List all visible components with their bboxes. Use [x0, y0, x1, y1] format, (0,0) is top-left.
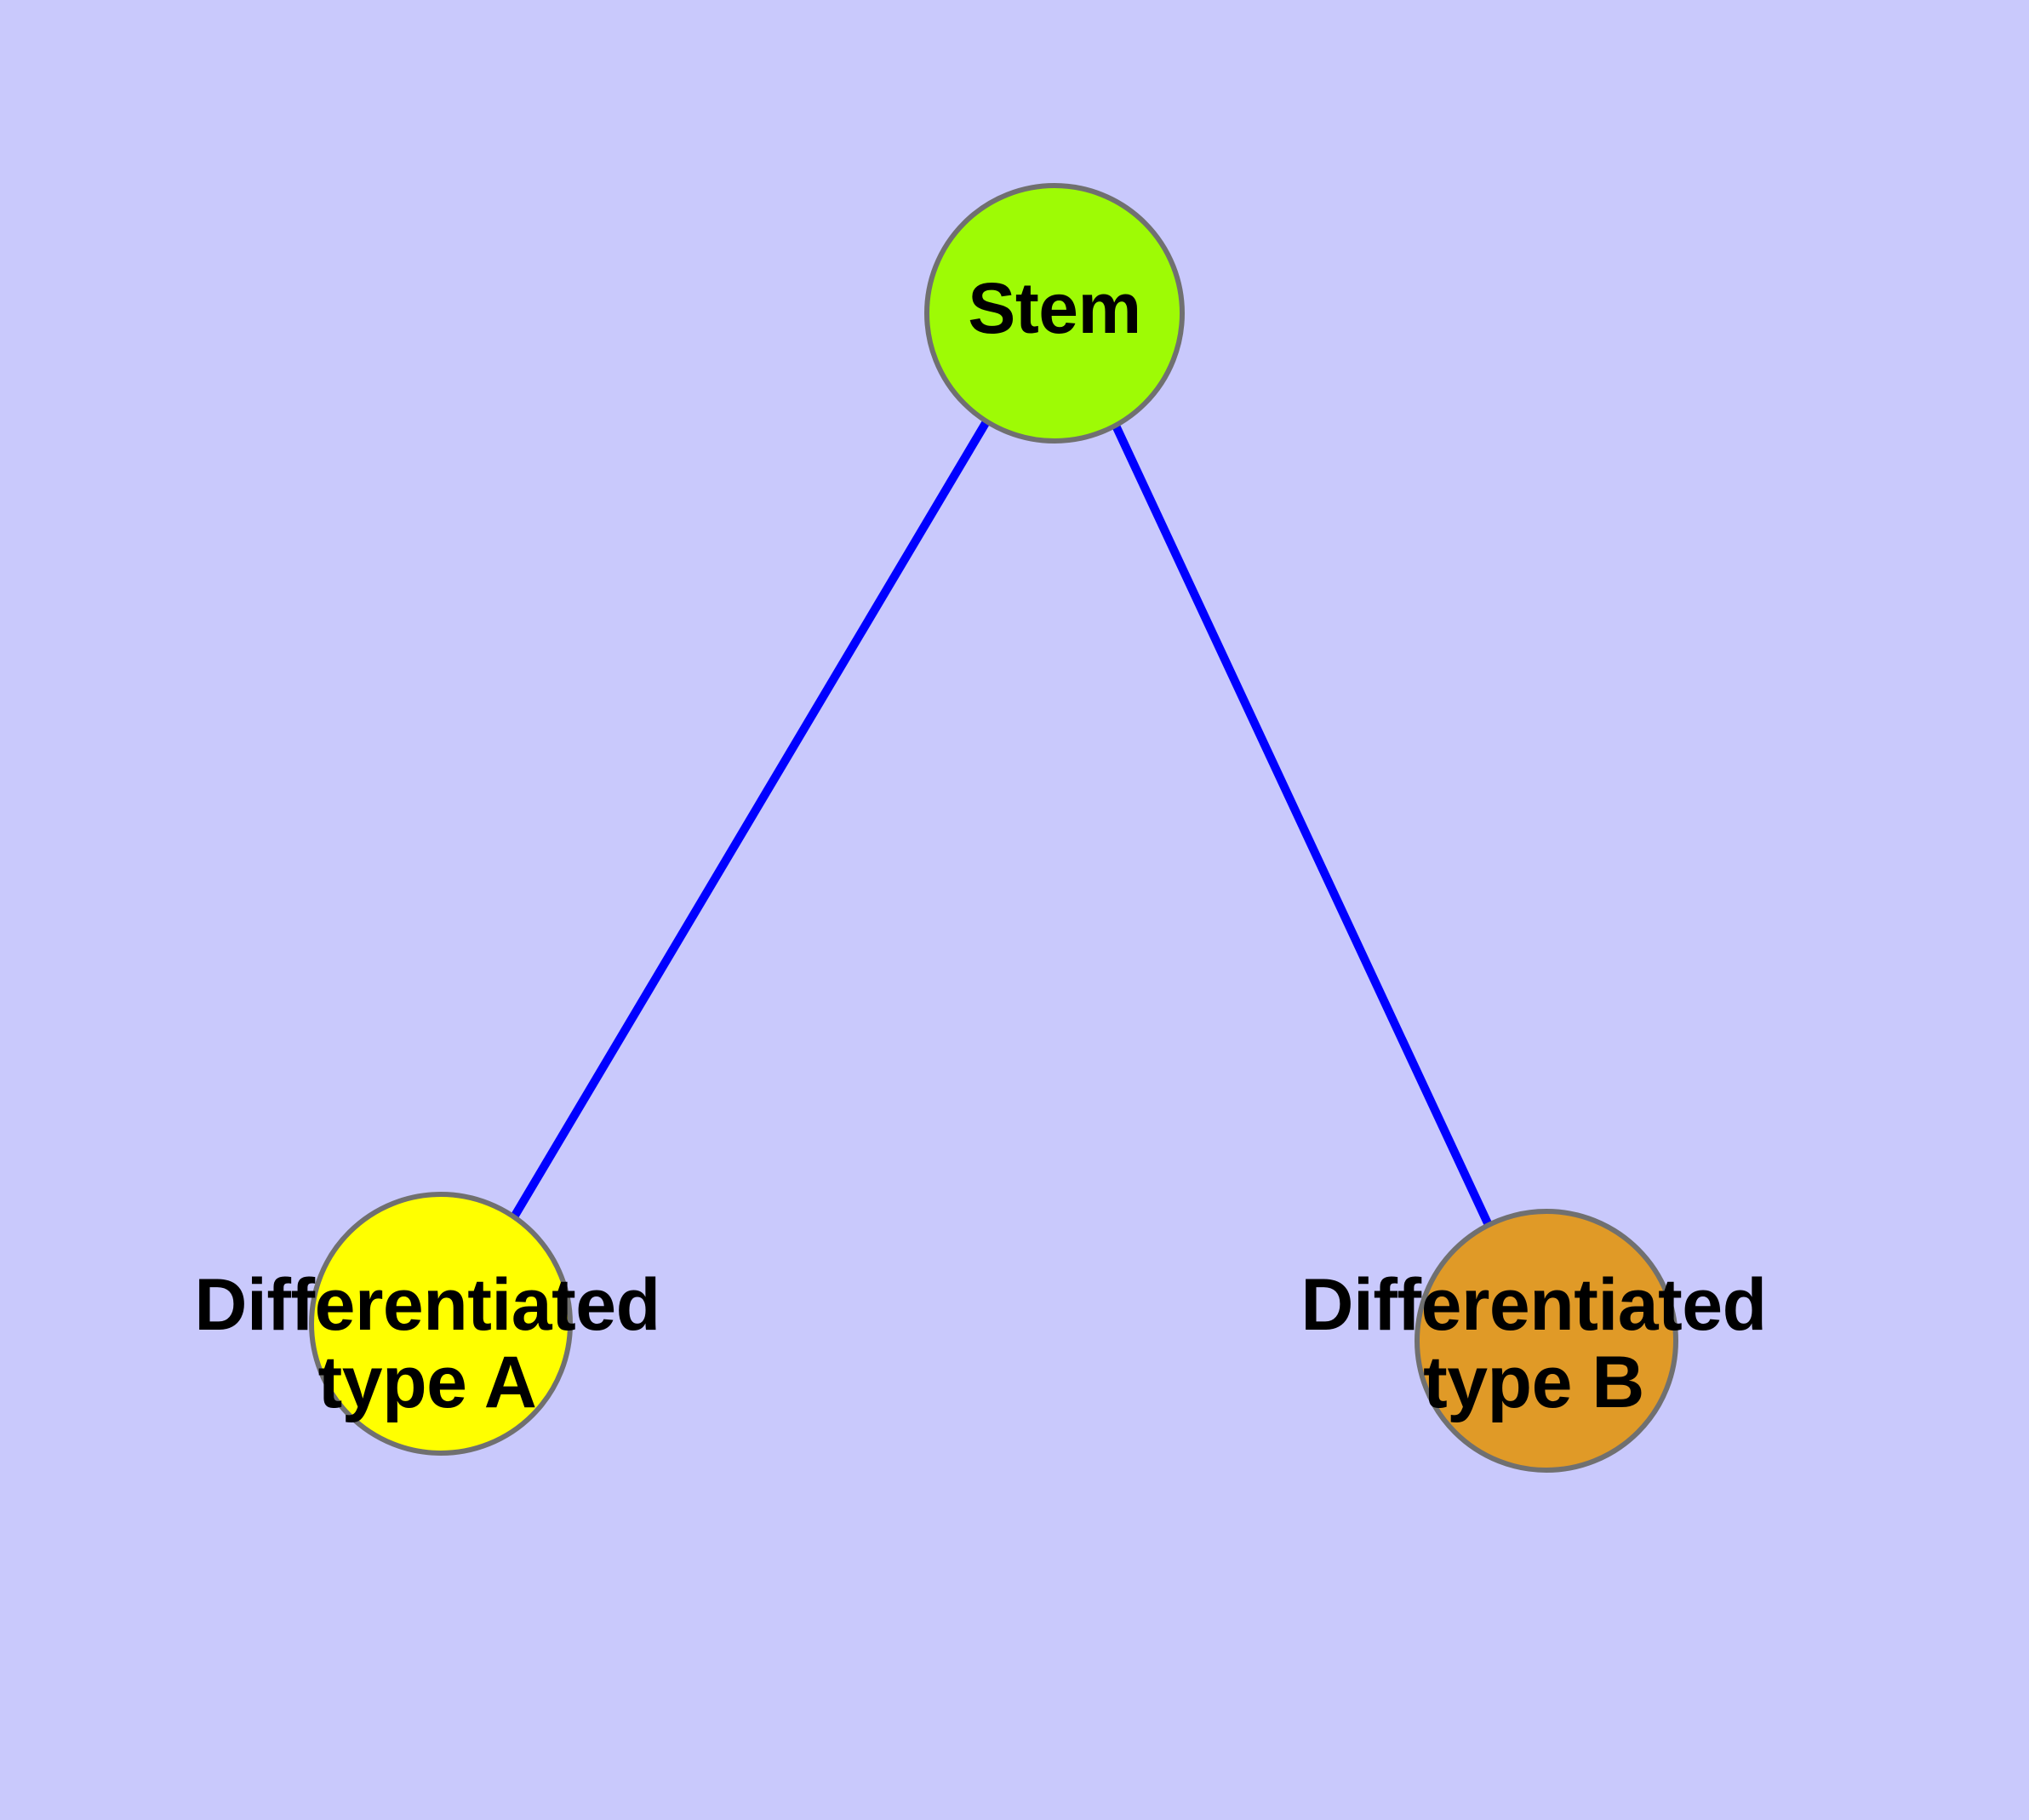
edge-layer: [508, 421, 1492, 1226]
node-stem[interactable]: [924, 183, 1185, 444]
node-differentiated-type-b[interactable]: [1415, 1209, 1678, 1473]
edge-stem-to-differentiated-type-b[interactable]: [1112, 423, 1492, 1226]
node-layer: [309, 183, 1678, 1473]
edge-stem-to-differentiated-type-a[interactable]: [508, 421, 990, 1222]
node-differentiated-type-a[interactable]: [309, 1192, 573, 1456]
